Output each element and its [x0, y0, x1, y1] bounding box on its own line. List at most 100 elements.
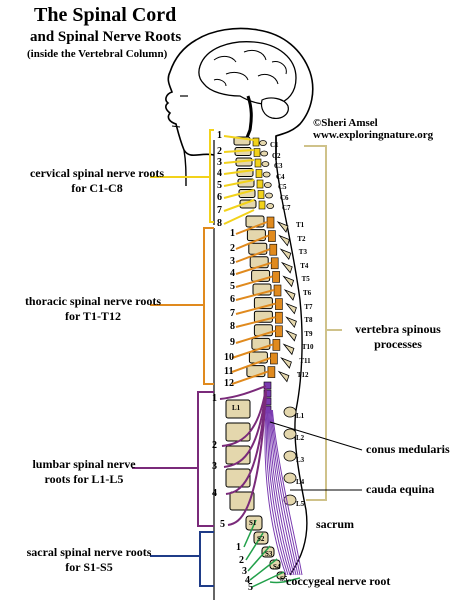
- cervical-root-number: 5: [217, 180, 222, 191]
- thoracic-vertebra-label: T5: [301, 275, 310, 284]
- cord-thoracic-segment: [270, 257, 279, 270]
- spinous-processes-label: vertebra spinous processes: [355, 322, 441, 351]
- cervical-vertebra-label: C1: [270, 141, 279, 149]
- thoracic-root-number: 8: [230, 321, 235, 332]
- region-brackets: [132, 129, 342, 587]
- lumbar-vertebra-label: L4: [296, 478, 305, 486]
- website-text: www.exploringnature.org: [313, 129, 434, 141]
- lumbar-body-label: L1: [232, 404, 241, 412]
- spinous-process: [285, 316, 297, 329]
- cervical-vertebra-label: C5: [278, 183, 287, 191]
- cauda-equina-label: cauda equina: [366, 482, 435, 496]
- diagram-subtitle: and Spinal Nerve Roots: [30, 29, 182, 45]
- spinous-process: [280, 261, 293, 274]
- coccygeal-nerve-root: [269, 577, 301, 584]
- thoracic-nerve-root: [235, 261, 272, 275]
- thoracic-vertebra-label: T3: [298, 248, 307, 257]
- spinous-process: [279, 248, 292, 261]
- spinous-process: [266, 203, 275, 209]
- cervical-root-number: 7: [217, 205, 222, 216]
- cerebellum: [260, 97, 289, 119]
- thoracic-vertebra-label: T10: [301, 343, 314, 352]
- cervical-root-number: 2: [217, 146, 222, 157]
- sacrum-label: sacrum: [316, 517, 354, 531]
- spinous-process: [283, 472, 297, 484]
- lumbar-root-number: 2: [212, 440, 217, 451]
- thoracic-root-number: 6: [230, 294, 235, 305]
- face-mouth: [171, 125, 181, 128]
- cervical-root-number: 3: [217, 157, 222, 168]
- thoracic-vertebra-label: T6: [303, 289, 312, 297]
- sacral-segment: [261, 546, 275, 558]
- cord-thoracic-segment: [275, 311, 283, 324]
- spinous-process: [285, 302, 297, 315]
- sacral-root-number: 5: [248, 582, 253, 593]
- lumbar-vertebra-label: L1: [296, 412, 305, 420]
- cord-cervical-segment: [253, 148, 261, 157]
- cervical-root-number: 4: [217, 168, 222, 179]
- cord-lumbar-segment: [263, 381, 272, 390]
- credit: ©Sheri Amsel www.exploringnature.org: [313, 117, 433, 141]
- spinous-process: [283, 450, 297, 462]
- thoracic-root-number: 1: [230, 228, 235, 239]
- thoracic-label: thoracic spinal nerve roots for T1-T12: [24, 294, 162, 323]
- thoracic-nerve-root: [235, 289, 275, 301]
- spinous-process: [282, 343, 295, 356]
- cervical-nerve-root: [223, 169, 255, 175]
- processes-bracket: [304, 145, 327, 501]
- conus-pointer: [269, 421, 363, 451]
- diagram-note: (inside the Vertebral Column): [27, 48, 168, 60]
- nerve-roots: [219, 135, 303, 588]
- thoracic-vertebra-label: T9: [304, 329, 313, 338]
- spinous-process: [262, 171, 271, 178]
- cervical-nerve-root: [223, 189, 255, 199]
- lumbar-nerve-root: [227, 393, 267, 526]
- cervical-label: cervical spinal nerve roots for C1-C8: [29, 166, 165, 195]
- vertebra-body: [225, 399, 251, 419]
- cord-cervical-segment: [257, 190, 265, 199]
- thoracic-root-number: 5: [230, 281, 235, 292]
- thoracic-nerve-root: [235, 329, 276, 344]
- spinous-process: [283, 406, 297, 418]
- thoracic-vertebra-label: T12: [296, 370, 309, 379]
- spinous-process: [276, 221, 289, 233]
- lumbar-root-number: 1: [212, 393, 217, 404]
- cord-thoracic-segment: [275, 325, 283, 338]
- sacral-vertebra-label: S5: [280, 575, 288, 583]
- spinous-process: [260, 150, 269, 157]
- pointer-lines: [269, 421, 363, 491]
- sacral-vertebra-label: S2: [257, 535, 265, 543]
- conus-medullaris-label: conus medularis: [366, 442, 450, 456]
- thoracic-root-number: 3: [230, 256, 235, 267]
- sacral-vertebra-label: S1: [249, 519, 257, 527]
- thoracic-root-number: 2: [230, 243, 235, 254]
- head-outline: [165, 27, 314, 160]
- vertebra-body: [225, 468, 251, 488]
- cervical-nerve-root: [223, 199, 255, 212]
- thoracic-root-number: 7: [230, 308, 235, 319]
- sacral-nerve-root: [245, 532, 264, 561]
- back-outline: [275, 159, 308, 576]
- thoracic-root-number: 9: [230, 337, 235, 348]
- thoracic-vertebra-label: T4: [300, 261, 309, 270]
- lumbar-nerve-root: [223, 389, 267, 468]
- copyright-text: ©Sheri Amsel: [313, 117, 378, 129]
- lumbar-label: lumbar spinal nerve roots for L1-L5: [32, 457, 136, 486]
- cervical-nerve-root: [223, 149, 255, 153]
- cervical-nerve-root: [223, 209, 255, 225]
- thoracic-nerve-root: [231, 370, 269, 385]
- cord-cervical-segment: [256, 179, 264, 189]
- vertebra-body: [225, 445, 251, 465]
- cord-thoracic-segment: [266, 216, 275, 229]
- cauda-equina-strand: [268, 409, 295, 576]
- thoracic-nerve-root: [235, 234, 269, 250]
- thoracic-bracket: [203, 227, 214, 385]
- sacral-root-number: 1: [236, 542, 241, 553]
- sacral-bracket: [199, 531, 214, 587]
- lumbar-root-number: 3: [212, 461, 217, 472]
- thoracic-root-number: 11: [224, 366, 234, 377]
- vertebra-body: [248, 242, 268, 255]
- lumbar-nerve-root: [225, 391, 267, 495]
- thoracic-nerve-root: [231, 343, 274, 359]
